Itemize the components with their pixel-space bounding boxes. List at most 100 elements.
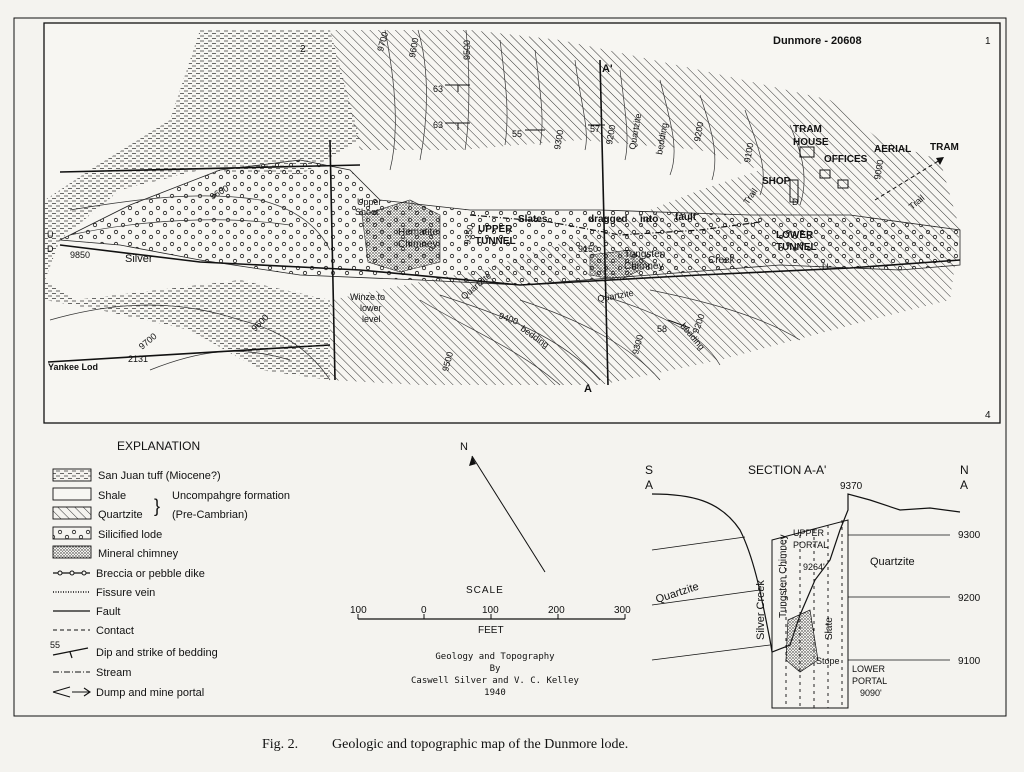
- svg-text:Chimney: Chimney: [624, 261, 663, 272]
- svg-text:lower: lower: [360, 303, 382, 313]
- north-arrow-head: [469, 456, 476, 466]
- svg-text:Quartzite: Quartzite: [654, 581, 700, 606]
- svg-text:Tungsten: Tungsten: [624, 249, 665, 260]
- legend-label: Dump and mine portal: [96, 687, 204, 699]
- legend-label: Silicified lode: [98, 529, 162, 541]
- svg-text:9090': 9090': [860, 688, 882, 698]
- svg-text:9350: 9350: [462, 224, 475, 245]
- corner-number-4: 4: [985, 410, 991, 421]
- svg-text:1940: 1940: [484, 688, 506, 698]
- svg-text:Geology and Topography: Geology and Topography: [435, 652, 555, 662]
- svg-text:Stope: Stope: [816, 656, 840, 666]
- tram-house-building: [799, 146, 815, 158]
- legend-brace: }: [154, 496, 160, 516]
- legend-label: Fault: [96, 606, 120, 618]
- legend-title: EXPLANATION: [117, 439, 200, 453]
- svg-text:9264': 9264': [803, 562, 825, 572]
- svg-text:UPPER: UPPER: [793, 528, 825, 538]
- section-left-letter: A: [645, 478, 653, 492]
- scale-tick-label: 100: [350, 605, 367, 616]
- credits: Geology and Topography By Caswell Silver…: [411, 652, 580, 698]
- legend-label: Quartzite: [98, 509, 143, 521]
- svg-text:Caswell Silver and V. C. Kelle: Caswell Silver and V. C. Kelley: [411, 676, 580, 686]
- svg-text:Shoot: Shoot: [355, 207, 379, 217]
- svg-text:9200: 9200: [692, 121, 705, 142]
- corner-number-1: 1: [985, 36, 991, 47]
- svg-text:57: 57: [590, 124, 600, 134]
- legend-formation: Uncompahgre formation: [172, 490, 290, 502]
- stope-area: [785, 609, 819, 673]
- scale-bar: SCALE 100 0 100 200 300 FEET: [350, 585, 631, 636]
- tuff-area: [45, 30, 360, 380]
- svg-text:into: into: [640, 214, 658, 225]
- svg-text:9200: 9200: [604, 124, 617, 145]
- legend-label: Fissure vein: [96, 587, 155, 599]
- elev-tick: 9200: [958, 593, 981, 604]
- elev-tick: 9300: [958, 530, 981, 541]
- svg-text:OFFICES: OFFICES: [824, 154, 868, 165]
- dip-symbols: [445, 84, 691, 329]
- legend-label: Stream: [96, 667, 131, 679]
- svg-text:TUNNEL: TUNNEL: [475, 236, 516, 247]
- svg-text:55: 55: [512, 129, 522, 139]
- elev-top: 9370: [840, 481, 863, 492]
- svg-text:TRAM: TRAM: [793, 124, 822, 135]
- legend-label: Dip and strike of bedding: [96, 647, 218, 659]
- svg-text:PORTAL: PORTAL: [852, 676, 887, 686]
- svg-text:63: 63: [433, 120, 443, 130]
- legend-label: San Juan tuff (Miocene?): [98, 470, 221, 482]
- svg-text:9150: 9150: [578, 244, 598, 254]
- svg-text:HOUSE: HOUSE: [793, 137, 829, 148]
- svg-text:LOWER: LOWER: [776, 230, 814, 241]
- hematite-chimney: [361, 199, 441, 273]
- svg-text:TRAM: TRAM: [930, 142, 959, 153]
- legend-label: Shale: [98, 490, 126, 502]
- svg-text:By: By: [490, 664, 501, 674]
- scale-title: SCALE: [466, 585, 504, 596]
- svg-text:9500: 9500: [462, 40, 472, 60]
- north-arrow-line: [471, 455, 546, 573]
- fig-number: 2: [300, 44, 306, 55]
- buildings: [789, 146, 849, 203]
- svg-text:dragged: dragged: [588, 214, 627, 225]
- legend: EXPLANATION San Juan tuff (Miocene?) Sha…: [50, 439, 290, 699]
- svg-text:fault: fault: [675, 212, 697, 223]
- legend-age: (Pre-Cambrian): [172, 509, 248, 521]
- section-right-letter: A: [960, 478, 968, 492]
- legend-portal-symbol: [52, 686, 91, 698]
- legend-swatch-lode: [52, 526, 92, 540]
- legend-swatch-chimney: [52, 545, 92, 559]
- elevation-lines: [651, 534, 950, 661]
- north-arrow: N: [460, 441, 546, 573]
- scale-tick-label: 300: [614, 605, 631, 616]
- map-id-label: Dunmore - 20608: [773, 35, 862, 47]
- svg-text:level: level: [362, 314, 381, 324]
- shale-area: [360, 140, 760, 210]
- svg-text:TUNNEL: TUNNEL: [776, 242, 817, 253]
- scale-tick-label: 100: [482, 605, 499, 616]
- svg-text:9000: 9000: [872, 159, 885, 180]
- elev-tick: 9100: [958, 656, 981, 667]
- office-building: [819, 169, 831, 179]
- stream-line: [469, 214, 761, 236]
- svg-text:9100: 9100: [742, 142, 755, 163]
- svg-text:Silver: Silver: [125, 253, 153, 265]
- legend-dip-number: 55: [50, 640, 60, 650]
- svg-text:D: D: [47, 244, 54, 254]
- svg-text:58: 58: [657, 324, 667, 334]
- aerial-tram-arrow: [936, 157, 944, 165]
- svg-text:U: U: [47, 230, 54, 240]
- svg-text:PORTAL: PORTAL: [793, 540, 828, 550]
- svg-text:Silver Creek: Silver Creek: [755, 580, 767, 640]
- svg-text:AERIAL: AERIAL: [874, 144, 911, 155]
- svg-text:Creek: Creek: [708, 255, 736, 266]
- shop-building: [789, 179, 799, 203]
- svg-text:Hematite: Hematite: [398, 227, 438, 238]
- svg-text:U: U: [822, 262, 829, 272]
- fault-lines: [47, 59, 961, 386]
- svg-text:Upper: Upper: [357, 197, 382, 207]
- svg-text:Tungsten Chimney: Tungsten Chimney: [778, 534, 789, 618]
- svg-text:A': A': [602, 63, 613, 75]
- section-left-dir: S: [645, 463, 653, 477]
- figure-outer-frame: [13, 17, 1007, 717]
